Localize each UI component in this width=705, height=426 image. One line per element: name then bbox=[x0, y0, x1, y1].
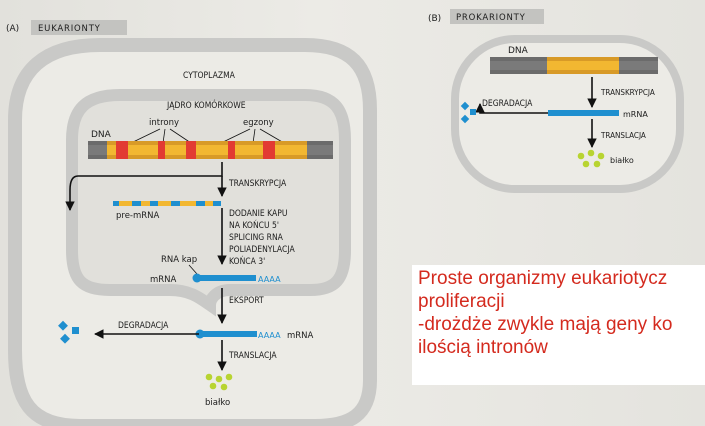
prok-degraded-rna-fragments bbox=[460, 101, 476, 124]
prok-mrna-label: mRNA bbox=[623, 110, 648, 119]
panel-b-letter: (B) bbox=[428, 14, 441, 24]
note-line-4: ilością intronów bbox=[418, 337, 548, 358]
cap-pointer bbox=[188, 264, 198, 275]
prok-degradation-label: DEGRADACJA bbox=[482, 99, 533, 109]
intron-pointer-3 bbox=[169, 128, 192, 144]
euk-dna-double-strand bbox=[88, 141, 333, 159]
euk-transcription-label: TRANSKRYPCJA bbox=[228, 179, 287, 189]
exon-pointer-3 bbox=[259, 128, 285, 144]
euk-dna-label: DNA bbox=[91, 130, 112, 140]
processing-step-2: NA KOŃCU 5' bbox=[229, 219, 279, 231]
prok-dna-label: DNA bbox=[508, 46, 529, 56]
panel-a-title: EUKARIONTY bbox=[38, 24, 101, 34]
processing-step-5: KOŃCA 3' bbox=[229, 255, 265, 267]
exon-pointer-1 bbox=[220, 128, 251, 144]
mature-mrna-cytoplasm bbox=[195, 329, 257, 339]
processing-step-4: POLIADENYLACJA bbox=[229, 245, 295, 255]
polya-tail-2: AAAA bbox=[258, 331, 281, 340]
euk-protein-cluster bbox=[205, 373, 233, 391]
nucleus-outline bbox=[66, 89, 351, 317]
euk-mrna2-label: mRNA bbox=[287, 331, 314, 341]
panel-b-title: PROKARIONTY bbox=[456, 13, 526, 23]
export-label: EKSPORT bbox=[229, 296, 264, 306]
euk-mrna-label: mRNA bbox=[150, 275, 177, 285]
degraded-rna-fragments bbox=[58, 320, 79, 344]
prok-protein-cluster bbox=[577, 149, 605, 168]
exon-pointer-2 bbox=[252, 128, 256, 144]
pre-mrna-strand bbox=[113, 201, 221, 206]
panel-b-tab bbox=[450, 9, 544, 24]
panel-a-letter: (A) bbox=[6, 24, 19, 34]
note-line-1: Proste organizmy eukariotycz bbox=[418, 268, 668, 289]
exons-label: egzony bbox=[243, 118, 274, 128]
transcription-loop-arrow bbox=[65, 162, 223, 211]
processing-step-3: SPLICING RNA bbox=[229, 233, 284, 243]
prok-dna-double-strand bbox=[490, 57, 658, 74]
cytoplasm-label: CYTOPLAZMA bbox=[183, 71, 236, 81]
prok-protein-label: białko bbox=[610, 156, 634, 165]
euk-degradation-label: DEGRADACJA bbox=[118, 321, 169, 331]
nucleus-label: JĄDRO KOMÓRKOWE bbox=[166, 99, 246, 111]
panel-a-tab bbox=[31, 20, 127, 35]
mature-mrna-nucleus bbox=[192, 273, 256, 283]
note-line-2: proliferacji bbox=[418, 291, 505, 312]
prok-transcription-label: TRANSKRYPCJA bbox=[600, 88, 655, 97]
pre-mrna-label: pre-mRNA bbox=[116, 211, 160, 221]
intron-pointer-1 bbox=[130, 128, 161, 144]
annotation-note-box: Proste organizmy eukariotycz proliferacj… bbox=[412, 265, 705, 385]
prok-mrna-strand bbox=[548, 110, 619, 116]
processing-step-1: DODANIE KAPU bbox=[229, 209, 287, 219]
intron-pointer-2 bbox=[162, 128, 166, 144]
prok-degradation-arrow bbox=[475, 103, 548, 114]
euk-translation-label: TRANSLACJA bbox=[228, 351, 277, 361]
rna-cap-label: RNA kap bbox=[161, 255, 197, 265]
introns-label: introny bbox=[149, 118, 179, 128]
euk-protein-label: białko bbox=[205, 398, 230, 408]
polya-tail-1: AAAA bbox=[258, 275, 281, 284]
note-line-3: -drożdże zwykle mają geny ko bbox=[418, 314, 673, 335]
prok-translation-label: TRANSLACJA bbox=[600, 131, 646, 140]
